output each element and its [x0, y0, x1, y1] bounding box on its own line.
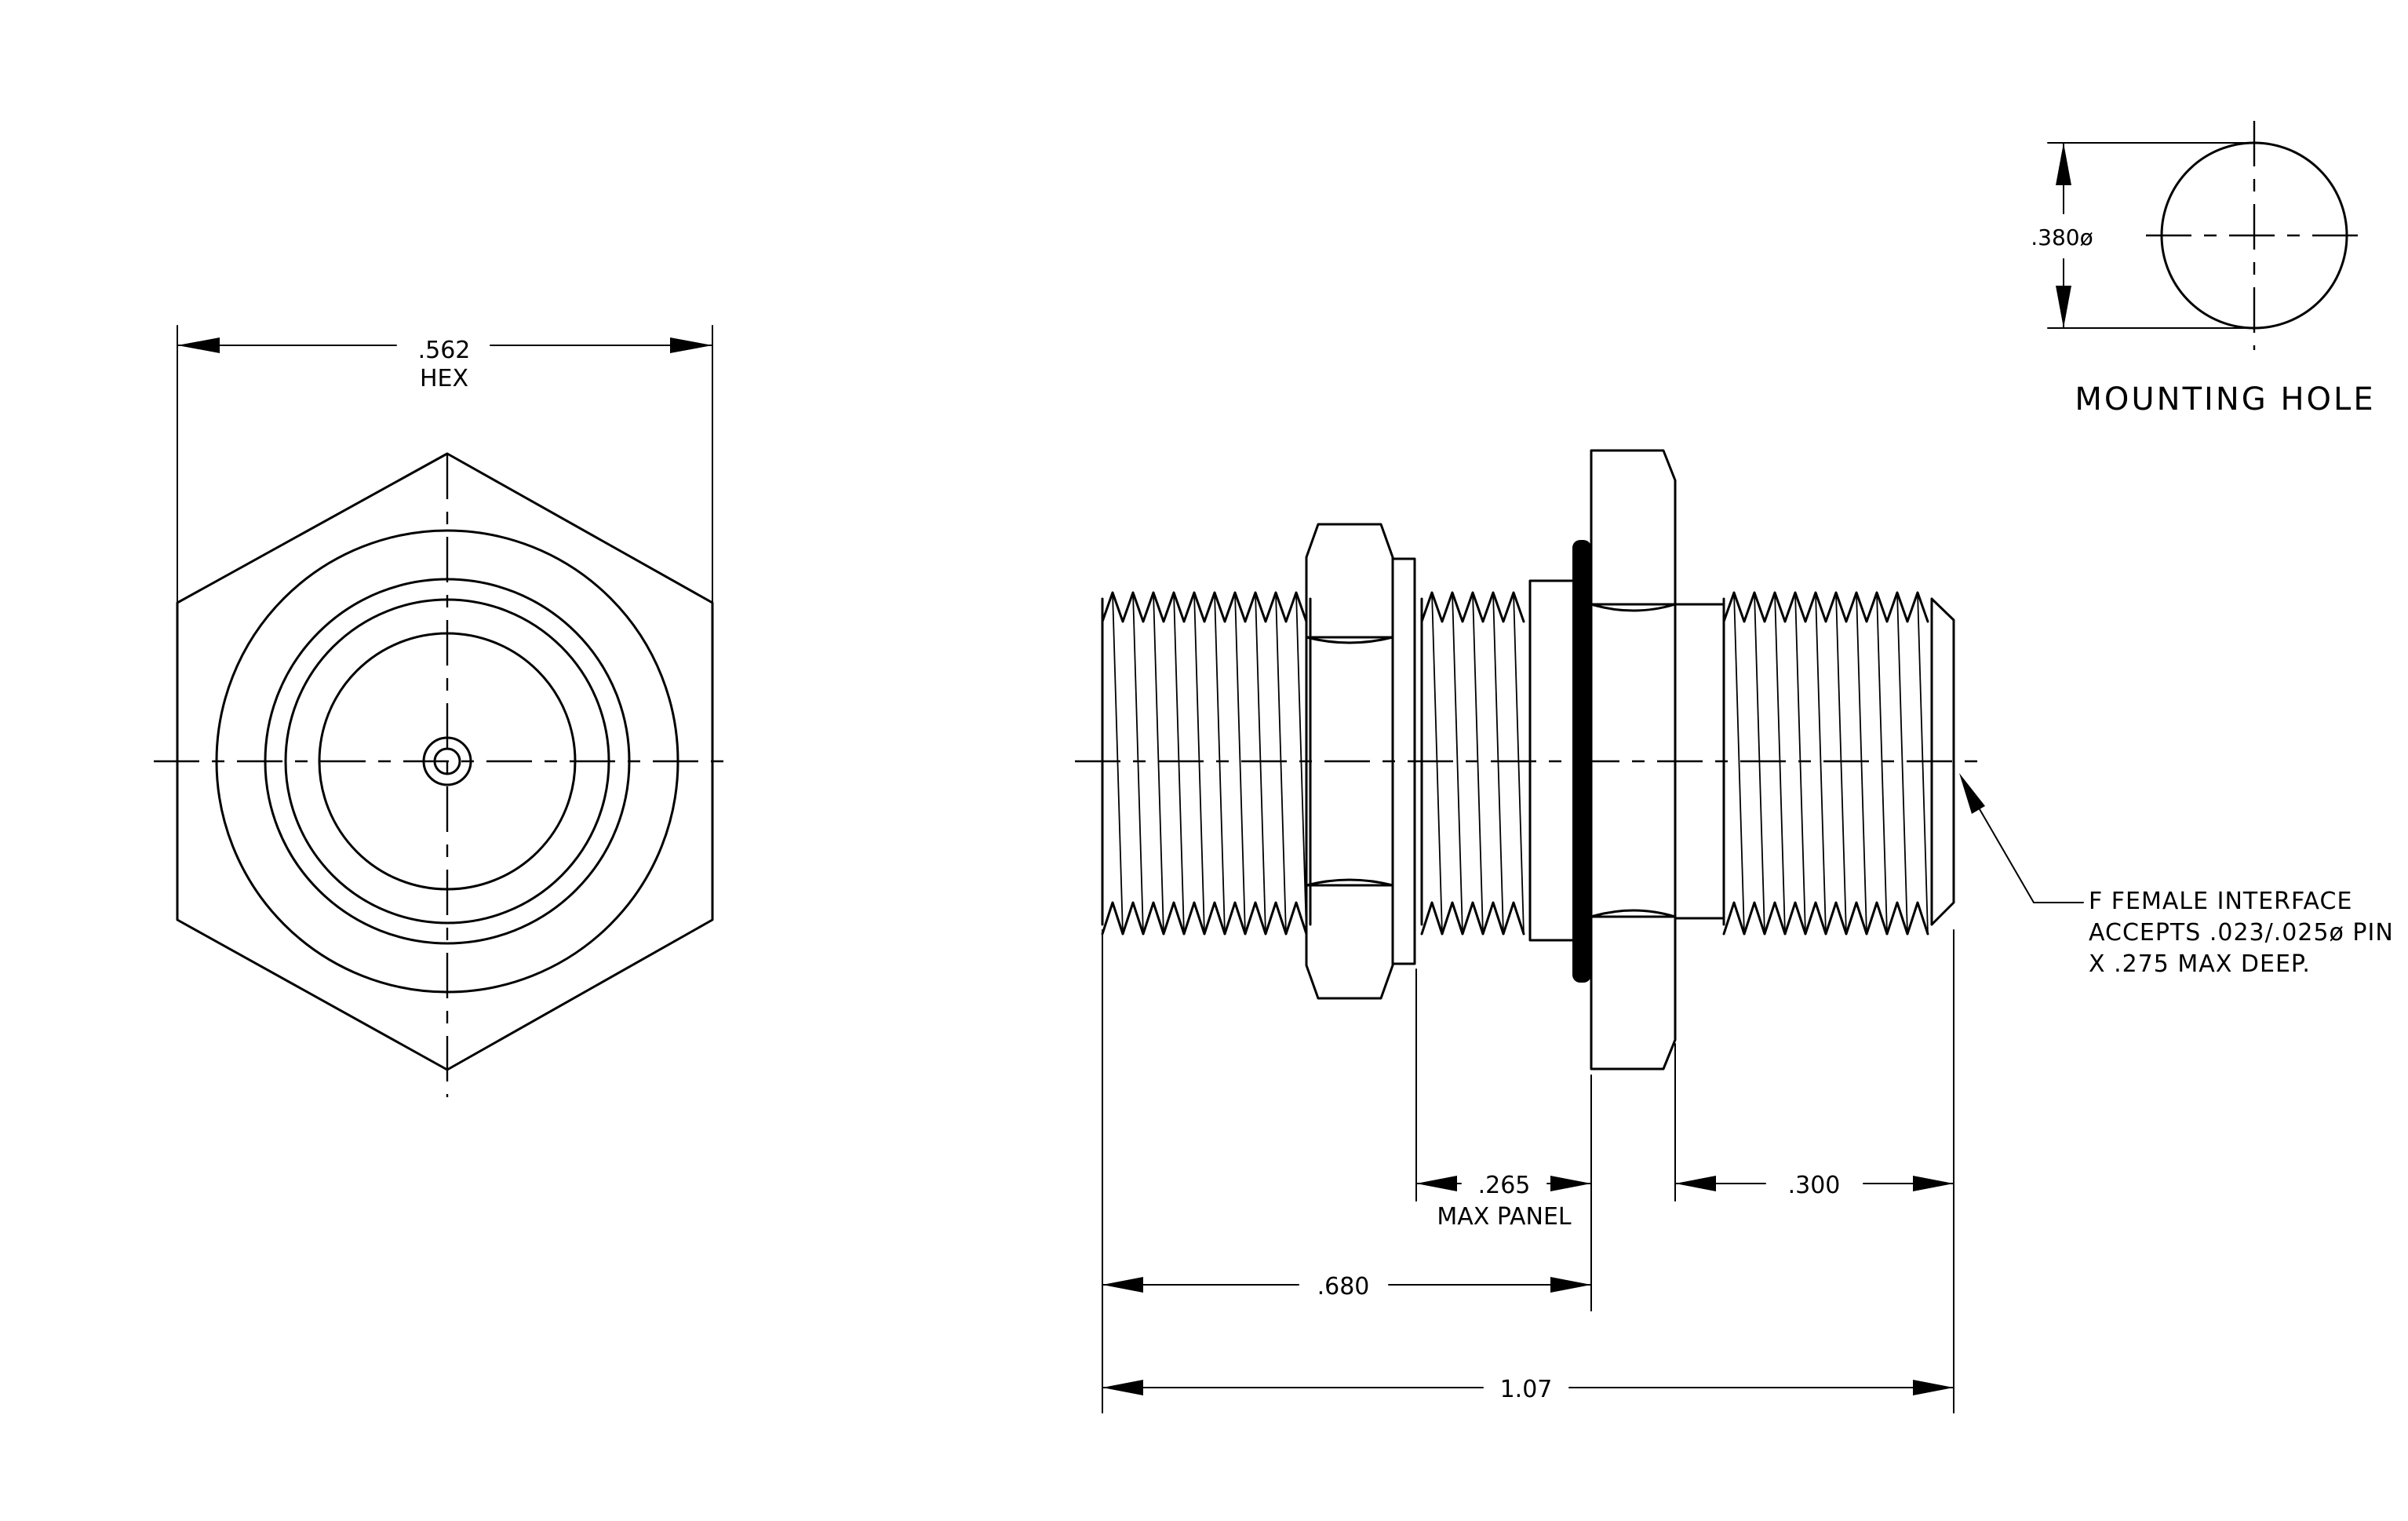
hex-dimension-note: HEX [420, 365, 468, 392]
thread-line [1492, 592, 1504, 935]
thread-line [1917, 592, 1929, 935]
hex-nut [1305, 523, 1394, 1000]
thread-line [1112, 592, 1124, 935]
callout-line-1: F FEMALE INTERFACE [2089, 888, 2352, 915]
left-thread [1101, 591, 1312, 936]
thread-line [1255, 592, 1266, 935]
mounting-hole-view: .380ø MOUNTING HOLE [2031, 121, 2375, 418]
thread-line [1153, 592, 1164, 935]
max-panel-note: MAX PANEL [1437, 1203, 1572, 1231]
thread-line [1856, 592, 1867, 935]
thread-line [1815, 592, 1827, 935]
side-view [1075, 449, 1989, 1071]
front-length-value: .680 [1317, 1273, 1370, 1300]
thread-line [1431, 592, 1443, 935]
thread-line [1876, 592, 1888, 935]
thread-line [1472, 592, 1484, 935]
hex-dimension-value: .562 [418, 337, 471, 364]
front-view [154, 452, 734, 1097]
thread-line [1794, 592, 1806, 935]
right-thread [1722, 591, 1955, 936]
callout-line-3: X .275 MAX DEEP. [2089, 950, 2311, 978]
callout-line-2: ACCEPTS .023/.025ø PIN [2089, 919, 2394, 947]
hex-dimension: .562 HEX [177, 325, 713, 604]
thread-line [1774, 592, 1786, 935]
thread-line [1896, 592, 1908, 935]
thread-line [1835, 592, 1847, 935]
thread-line [1295, 592, 1307, 935]
thread-line [1193, 592, 1205, 935]
side-dimensions: .265 MAX PANEL .300 .680 1.07 [1102, 929, 1954, 1413]
thread-line [1173, 592, 1185, 935]
thread-line [1733, 592, 1745, 935]
thread-line [1452, 592, 1463, 935]
thread-line [1214, 592, 1226, 935]
thread-line [1275, 592, 1287, 935]
mounting-hole-diameter: .380ø [2031, 224, 2093, 250]
rear-length-value: .300 [1788, 1172, 1841, 1199]
mounting-hole-title: MOUNTING HOLE [2075, 381, 2375, 418]
thread-line [1513, 592, 1525, 935]
overall-length-value: 1.07 [1500, 1376, 1553, 1403]
thread-line [1132, 592, 1144, 935]
body-hex-flange [1590, 449, 1677, 1071]
middle-thread [1420, 591, 1525, 936]
thread-line [1754, 592, 1765, 935]
max-panel-value: .265 [1478, 1172, 1531, 1199]
thread-line [1234, 592, 1246, 935]
interface-callout: F FEMALE INTERFACE ACCEPTS .023/.025ø PI… [1959, 773, 2394, 978]
